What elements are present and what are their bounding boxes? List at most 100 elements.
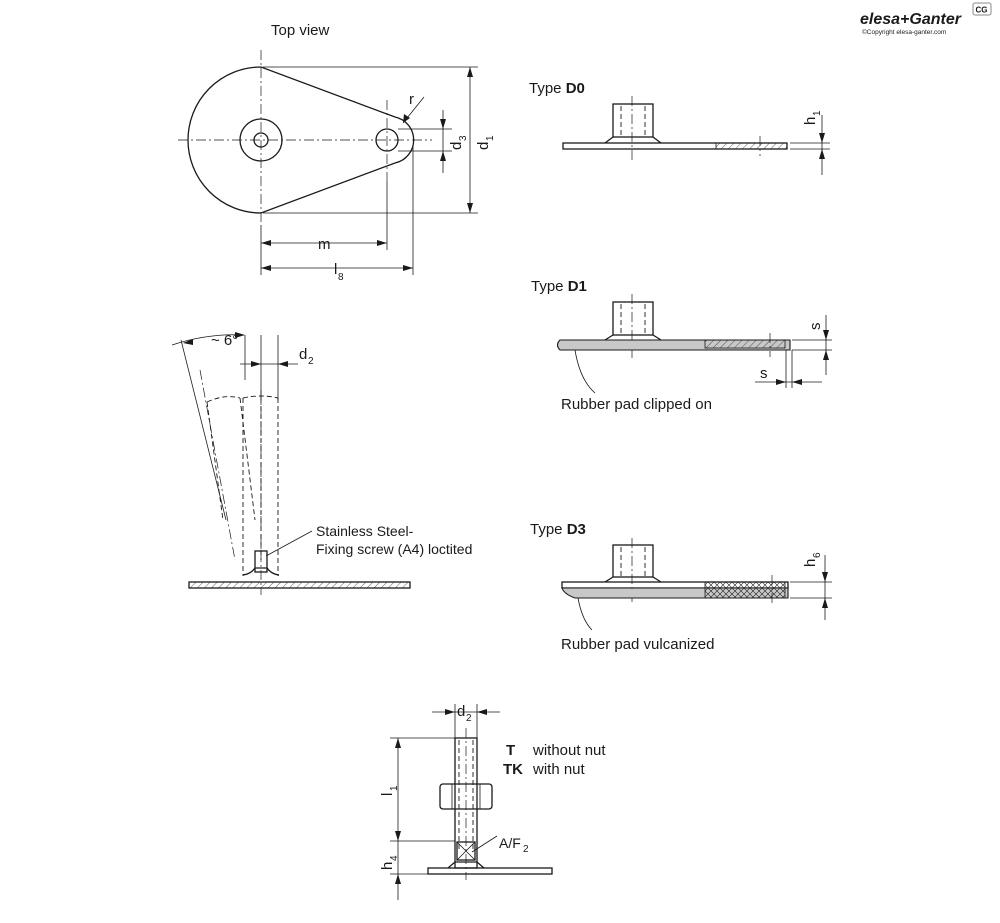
hex-nut [439, 783, 493, 810]
type-d1-hub [612, 301, 654, 336]
type-d3-view: Type D3 h 6 Rubber pad vulcanized [530, 521, 832, 653]
d1-label: d 1 [475, 135, 496, 150]
type-d1-prefix: Type [531, 278, 568, 295]
h4-label: h 4 [379, 855, 400, 870]
s-arrow-top [823, 330, 829, 340]
s-h-arrow-left [776, 379, 786, 385]
type-d3-pad-leader [577, 597, 593, 631]
stud-phantom-top [242, 395, 279, 399]
l1-arrow-top [395, 738, 401, 748]
h6-label: h 6 [802, 552, 823, 567]
screw-note-line2: Fixing screw (A4) loctited [316, 541, 472, 557]
s-horizontal-label: s [760, 365, 768, 382]
l1-label: l 1 [379, 785, 400, 796]
d3-arrow-top [440, 119, 446, 129]
h1-label-text: h [802, 117, 819, 125]
h1-label: h 1 [802, 110, 823, 125]
h4-label-text: h [379, 862, 396, 870]
s-h-arrow-right [792, 379, 802, 385]
stud-hub [447, 861, 485, 869]
type-d1-plate-section [704, 339, 786, 349]
d3-label-text: d [448, 142, 465, 150]
stud-d2-label-sub: 2 [466, 713, 472, 724]
side-d2-arrow-right [278, 361, 288, 367]
h6-label-text: h [802, 559, 819, 567]
d3-arrow-bottom [440, 151, 446, 161]
type-d3-title: Type D3 [530, 521, 586, 538]
type-d3-pad-note: Rubber pad vulcanized [561, 636, 714, 653]
type-d1-view: Type D1 s s Rubber pad clipped on [531, 278, 832, 413]
side-d2-label-sub: 2 [308, 356, 314, 367]
h1-label-sub: 1 [812, 110, 823, 116]
h6-label-sub: 6 [812, 552, 823, 558]
legend-text-t: without nut [532, 742, 606, 759]
h6-arrow-bottom [822, 598, 828, 608]
l8-arrow-right [403, 265, 413, 271]
stud-d2-arrow-left [445, 709, 455, 715]
s-arrow-bottom [823, 350, 829, 360]
type-d3-hub [612, 544, 654, 578]
h6-arrow-top [822, 572, 828, 582]
h4-label-sub: 4 [389, 855, 400, 861]
type-d0-code: D0 [566, 80, 585, 97]
brand-logo-text: elesa+Ganter [860, 11, 962, 28]
stud-d2-label-text: d [457, 703, 465, 720]
type-d3-code: D3 [567, 521, 586, 538]
legend-code-t: T [506, 742, 515, 759]
d1-arrow-top [467, 67, 473, 77]
h1-arrow-top [819, 133, 825, 143]
side-view-plate-section [189, 582, 410, 588]
m-arrow-right [377, 240, 387, 246]
stud-d2-arrow-right [477, 709, 487, 715]
type-d3-prefix: Type [530, 521, 567, 538]
side-d2-arrow-left [251, 361, 261, 367]
type-d3-hub-flare [604, 576, 662, 583]
brand-badge: CG [976, 6, 988, 15]
type-d0-view: Type D0 h 1 [529, 80, 830, 175]
wrench-flats [456, 841, 476, 861]
l1-label-text: l [379, 793, 396, 796]
fixing-screw [254, 550, 268, 573]
l1-label-sub: 1 [389, 785, 400, 791]
stud-base-plate [427, 867, 553, 875]
type-d1-pad-leader [574, 349, 596, 394]
fixing-screw-hub [242, 567, 280, 576]
brand-logo: elesa+Ganter ©Copyright elesa-ganter.com… [860, 2, 992, 36]
m-arrow-left [261, 240, 271, 246]
tilted-stud-left [206, 401, 224, 521]
top-view-fixing-ring [239, 118, 283, 162]
type-d0-hub [612, 103, 654, 138]
screw-note-line1: Stainless Steel- [316, 523, 414, 539]
type-d0-plate-section [715, 142, 788, 150]
fixing-screw-leader [265, 530, 313, 557]
type-d0-prefix: Type [529, 80, 566, 97]
wrench-flats-cross [456, 841, 476, 861]
l8-label-sub: 8 [338, 272, 344, 283]
type-d0-hub-flare [604, 136, 662, 144]
legend-text-tk: with nut [532, 761, 586, 778]
tilted-stud-centerline [199, 369, 236, 561]
d1-arrow-bottom [467, 203, 473, 213]
m-label: m [318, 236, 331, 253]
af-label-sub: 2 [523, 844, 529, 855]
radius-arrow [403, 114, 410, 123]
type-d1-code: D1 [568, 278, 587, 295]
af-leader [471, 835, 498, 853]
l8-arrow-left [261, 265, 271, 271]
type-d1-title: Type D1 [531, 278, 587, 295]
brand-badge-box [972, 2, 992, 16]
d3-label-sub: 3 [458, 135, 469, 141]
angle-arrow-right [235, 332, 245, 338]
l8-label: l 8 [334, 261, 344, 283]
h4-arrow-bottom [395, 874, 401, 884]
angle-label: ~ 6° [211, 332, 238, 349]
radius-label: r [409, 91, 414, 108]
top-view: Top view r d 1 d [178, 22, 496, 283]
stud-view: d 2 A/F 2 l 1 [379, 703, 606, 900]
d1-label-sub: 1 [485, 135, 496, 141]
s-vertical-label: s [807, 323, 824, 331]
side-view: ~ 6° d 2 Stainless Steel- Fixing screw (… [171, 332, 472, 595]
top-view-title: Top view [271, 22, 330, 39]
type-d1-pad-note: Rubber pad clipped on [561, 396, 712, 413]
tilted-stud-right [239, 397, 256, 521]
